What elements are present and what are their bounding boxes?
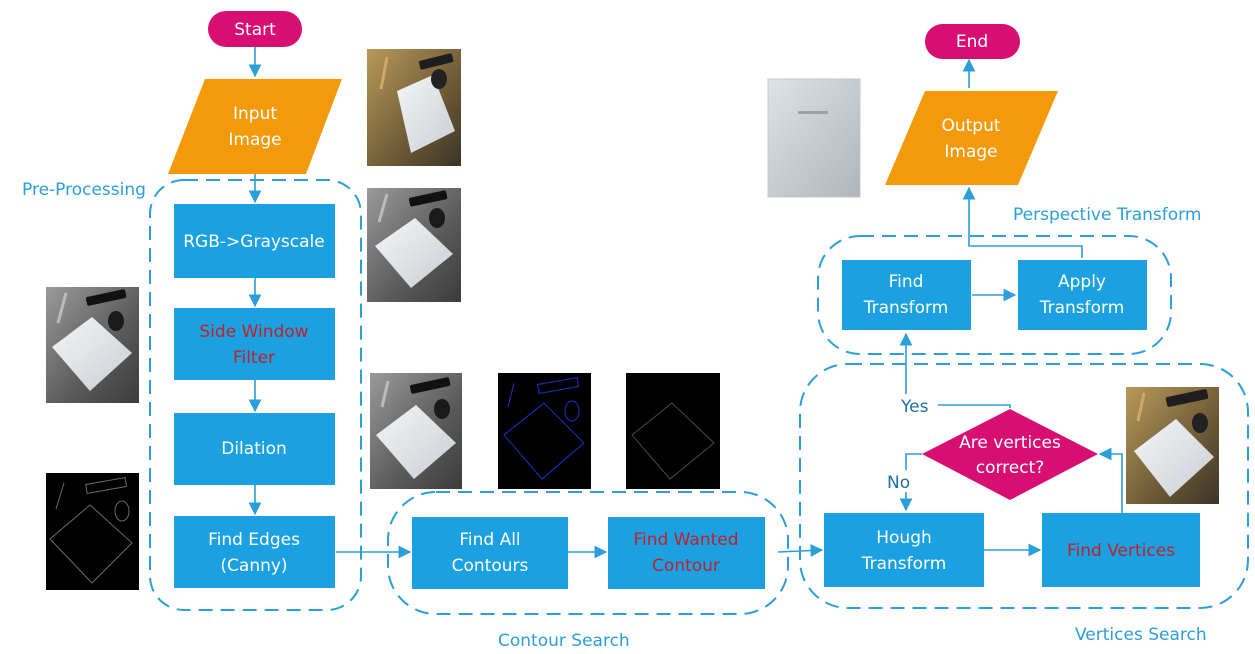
end-node: End [925,24,1020,59]
yes-label: Yes [900,397,929,417]
svg-text:Find Edges: Find Edges [208,530,300,550]
start-node: Start [208,11,302,47]
grayscale-thumbnail [367,188,461,302]
svg-text:Output: Output [941,116,1000,136]
rgb-grayscale-node: RGB->Grayscale [174,204,335,278]
perspective-transform-label: Perspective Transform [1013,205,1201,225]
svg-text:Find: Find [889,272,924,292]
find-transform-node: Find Transform [842,260,971,330]
svg-text:Contour: Contour [652,556,720,576]
vertices-thumbnail [1126,387,1219,504]
svg-text:Contours: Contours [452,556,529,576]
find-vertices-node: Find Vertices [1042,513,1200,587]
all-contours-thumbnail [498,373,591,489]
svg-text:Filter: Filter [233,348,275,368]
perspective-transform-group [817,235,1172,355]
svg-text:Hough: Hough [876,528,932,548]
pre-processing-label: Pre-Processing [22,180,146,200]
side-window-filter-node: Side Window Filter [174,308,335,380]
svg-text:Transform: Transform [863,298,949,318]
find-edges-node: Find Edges (Canny) [174,516,335,588]
svg-text:Are vertices: Are vertices [959,433,1061,453]
edge-apply-output [962,186,1083,258]
contour-search-label: Contour Search [498,631,630,651]
find-all-contours-node: Find All Contours [412,517,568,589]
svg-text:Dilation: Dilation [221,439,287,459]
input-photo-thumbnail [367,49,461,166]
svg-text:Transform: Transform [861,554,947,574]
output-document-thumbnail [767,78,861,198]
canny-edges-thumbnail [46,473,139,590]
input-image-node: Input Image [168,79,342,174]
svg-text:End: End [956,32,988,52]
svg-text:(Canny): (Canny) [220,556,287,576]
wanted-contour-thumbnail [626,373,720,489]
no-label: No [887,473,910,493]
svg-text:Side Window: Side Window [199,322,308,342]
svg-text:Find All: Find All [459,530,520,550]
svg-text:Find Vertices: Find Vertices [1067,541,1175,561]
vertices-correct-decision: Are vertices correct? [922,409,1098,500]
vertices-search-label: Vertices Search [1075,625,1207,645]
dilated-thumbnail [370,373,462,489]
svg-text:RGB->Grayscale: RGB->Grayscale [183,232,324,252]
edge-vertices-decision [1098,447,1123,513]
svg-text:Input: Input [233,104,277,124]
svg-text:Transform: Transform [1039,298,1125,318]
svg-text:Start: Start [234,20,276,40]
svg-text:correct?: correct? [976,458,1045,478]
find-wanted-contour-node: Find Wanted Contour [608,517,765,589]
edge-decision-yes [899,332,1011,408]
edge-wanted-hough [777,544,824,557]
side-window-thumbnail [46,287,139,403]
output-image-node: Output Image [885,91,1058,185]
svg-text:Find Wanted: Find Wanted [633,530,738,550]
svg-text:Apply: Apply [1058,272,1106,292]
svg-text:Image: Image [944,142,997,162]
svg-text:Image: Image [228,130,281,150]
hough-transform-node: Hough Transform [824,513,984,587]
vertices-search-group [799,363,1249,609]
dilation-node: Dilation [174,413,335,485]
edges [248,46,1123,559]
apply-transform-node: Apply Transform [1018,260,1147,330]
